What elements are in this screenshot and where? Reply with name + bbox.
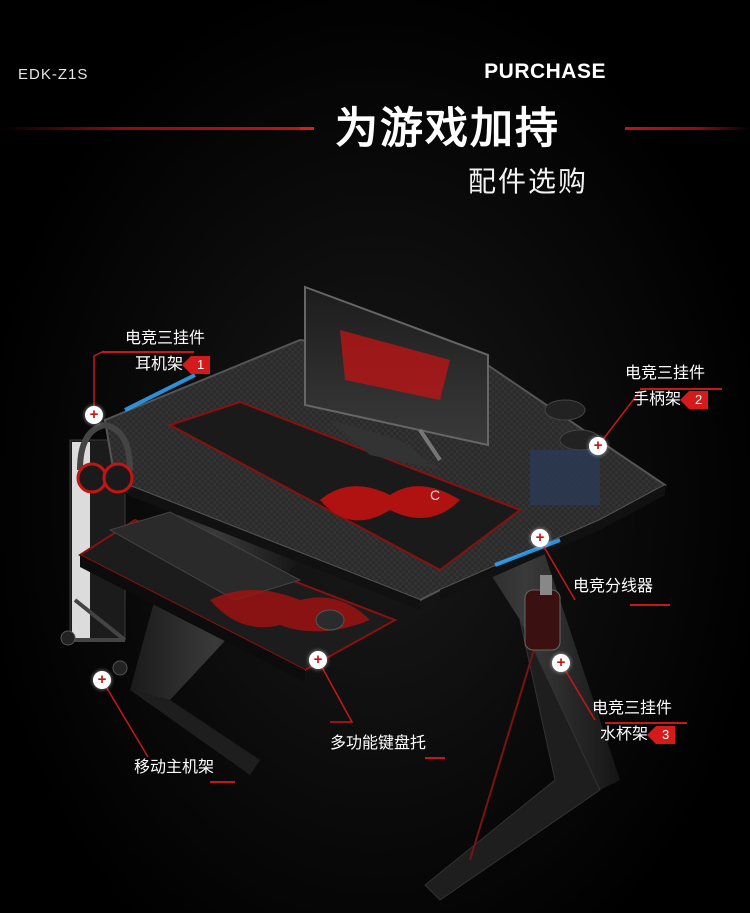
callout-controller-underline	[640, 388, 722, 390]
svg-text:C: C	[430, 487, 440, 503]
callout-pcstand-underline	[210, 781, 235, 783]
callout-controller-title: 电竞三挂件	[625, 363, 706, 382]
controller-holder	[530, 399, 601, 505]
callout-keyboard-tray: 多功能键盘托	[330, 730, 426, 756]
badge-3: 3	[646, 725, 676, 744]
callout-headphone-title: 电竞三挂件	[125, 328, 206, 347]
callout-headphone-item: 耳机架	[135, 354, 184, 373]
title-rule-left-accent	[300, 127, 314, 130]
title-rule-right	[625, 127, 750, 130]
monitor	[304, 285, 489, 470]
callout-cup-item: 水杯架	[600, 724, 649, 743]
page-subtitle: 配件选购	[468, 165, 589, 198]
callout-cable-splitter: 电竞分线器	[573, 573, 653, 599]
callout-headphone-underline	[102, 351, 194, 353]
callout-pc-stand: 移动主机架	[134, 754, 214, 780]
callout-cup-underline	[605, 722, 687, 724]
plus-controller-marker[interactable]: +	[589, 437, 607, 455]
title-rule-left	[0, 127, 300, 130]
headphone-holder	[76, 421, 134, 494]
badge-1: 1	[181, 355, 211, 374]
callout-keyboard-title: 多功能键盘托	[330, 733, 427, 752]
badge-2: 2	[679, 390, 709, 409]
model-number: EDK-Z1S	[18, 66, 89, 83]
plus-pcstand-marker[interactable]: +	[93, 671, 111, 689]
callout-cup-title: 电竞三挂件	[592, 698, 673, 717]
desk-mousepad: C	[167, 400, 523, 572]
callout-keyboard-underline	[425, 757, 445, 759]
plus-headphone-marker[interactable]: +	[85, 406, 103, 424]
plus-cup-marker[interactable]: +	[552, 654, 570, 672]
plus-keyboard-marker[interactable]: +	[309, 651, 327, 669]
purchase-label: PURCHASE	[484, 60, 606, 83]
plus-splitter-marker[interactable]: +	[531, 529, 549, 547]
callout-pcstand-title: 移动主机架	[134, 757, 215, 776]
callout-splitter-underline	[630, 604, 670, 606]
callout-splitter-title: 电竞分线器	[573, 576, 654, 595]
page-title: 为游戏加持	[335, 104, 560, 154]
keyboard-tray	[77, 511, 398, 682]
callout-controller-item: 手柄架	[633, 389, 682, 408]
